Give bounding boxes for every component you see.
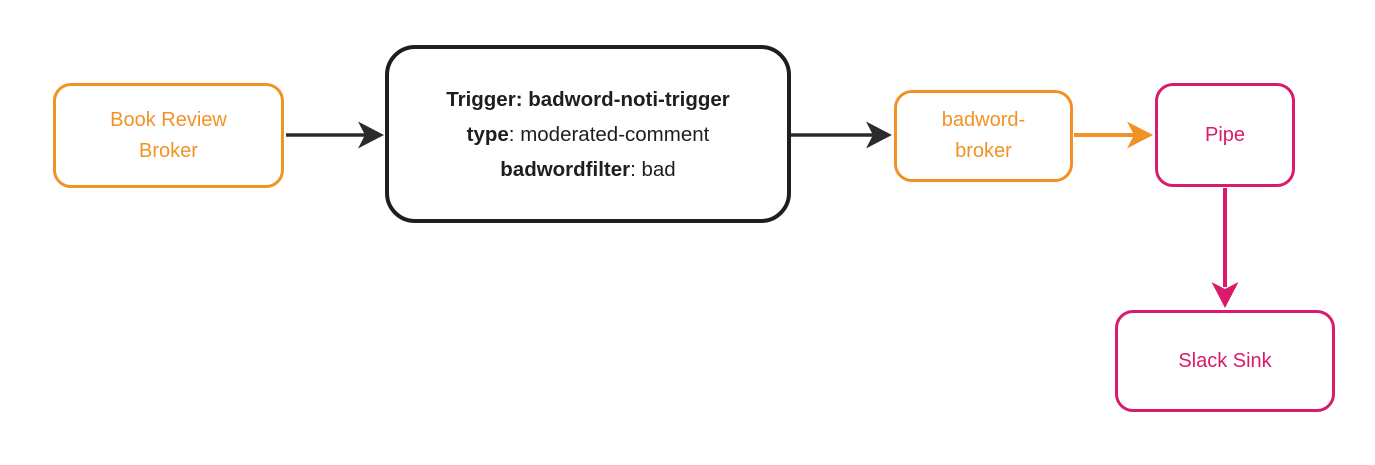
- node-label-line: broker: [955, 140, 1012, 162]
- node-label: badword- broker: [942, 105, 1025, 167]
- arrow-badword-broker-to-pipe: [1074, 121, 1153, 149]
- node-label: Trigger: badword-noti-trigger type: mode…: [446, 82, 730, 187]
- trigger-line-filter-bold: badwordfilter: [500, 157, 631, 181]
- node-pipe: Pipe: [1155, 83, 1295, 187]
- arrow-book-review-broker-to-trigger: [286, 121, 384, 149]
- node-trigger: Trigger: badword-noti-trigger type: mode…: [385, 45, 791, 223]
- node-label-line: Pipe: [1204, 123, 1246, 146]
- trigger-line-filter: badwordfilter: bad: [446, 152, 730, 187]
- node-label-line: Book Review: [110, 108, 227, 131]
- trigger-line-filter-regular: : bad: [630, 157, 676, 181]
- trigger-line-name: Trigger: badword-noti-trigger: [446, 82, 730, 117]
- node-badword-broker: badword- broker: [894, 90, 1073, 182]
- arrow-pipe-to-slack-sink: [1211, 188, 1239, 308]
- node-label: Pipe: [1205, 120, 1245, 151]
- node-label-line: badword-: [941, 109, 1026, 131]
- node-label-line: Broker: [139, 139, 198, 162]
- trigger-line-type-bold: type: [466, 122, 509, 146]
- node-label-line: Slack Sink: [1178, 349, 1272, 372]
- trigger-line-type-regular: : moderated-comment: [508, 122, 710, 146]
- arrow-trigger-to-badword-broker: [791, 121, 892, 149]
- node-book-review-broker: Book Review Broker: [53, 83, 284, 188]
- node-label: Book Review Broker: [110, 105, 227, 167]
- trigger-line-name-bold: Trigger: badword-noti-trigger: [446, 87, 730, 111]
- trigger-line-type: type: moderated-comment: [446, 117, 730, 152]
- node-slack-sink: Slack Sink: [1115, 310, 1335, 412]
- node-label: Slack Sink: [1178, 346, 1271, 377]
